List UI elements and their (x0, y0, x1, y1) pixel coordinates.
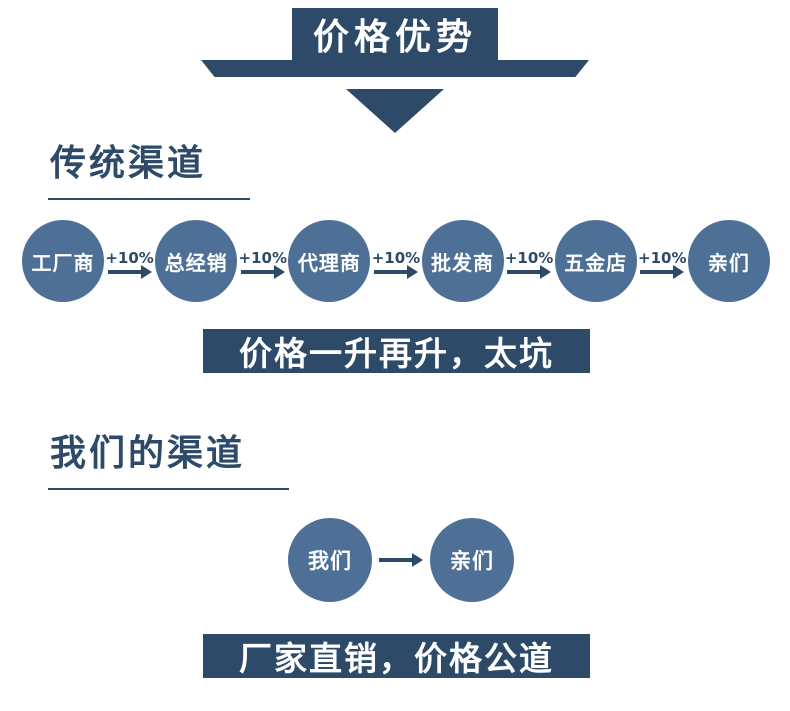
header-banner: 价格优势 (0, 8, 790, 133)
our-flow-row: 我们 亲们 (288, 518, 514, 602)
flow-connector: +10% (371, 249, 421, 274)
increment-label: +10% (504, 248, 554, 267)
increment-label: +10% (371, 248, 421, 267)
flow-node-customers: 亲们 (430, 518, 514, 602)
flow-node-agent: 代理商 (288, 220, 371, 302)
flow-connector: +10% (637, 249, 687, 274)
flow-connector: +10% (238, 249, 288, 274)
arrow-right-icon (107, 269, 141, 274)
arrow-right-icon (640, 269, 674, 274)
flow-node-us: 我们 (288, 518, 372, 602)
increment-label: +10% (238, 248, 287, 267)
flow-node-wholesaler: 批发商 (421, 220, 504, 302)
arrow-right-icon (379, 558, 412, 562)
arrow-right-icon (507, 269, 541, 274)
flow-node-hardware-store: 五金店 (554, 220, 637, 302)
traditional-channel-heading: 传统渠道 (48, 134, 251, 200)
our-channel-heading: 我们的渠道 (48, 424, 290, 490)
page-title: 价格优势 (292, 8, 498, 60)
flow-connector: +10% (104, 249, 154, 274)
flow-connector (372, 558, 430, 562)
traditional-slogan-banner: 价格一升再升，太坑 (203, 329, 590, 373)
flow-node-factory: 工厂商 (22, 220, 104, 302)
down-arrow-icon (346, 89, 444, 133)
flow-node-customers: 亲们 (687, 220, 770, 302)
traditional-flow-row: 工厂商 +10% 总经销 +10% 代理商 +10% 批发商 +10% 五金店 … (22, 220, 770, 302)
flow-connector: +10% (504, 249, 554, 274)
arrow-right-icon (373, 269, 407, 274)
arrow-right-icon (240, 269, 274, 274)
increment-label: +10% (638, 248, 687, 267)
flow-node-general-distributor: 总经销 (155, 220, 238, 302)
our-slogan-banner: 厂家直销，价格公道 (203, 634, 590, 678)
banner-ribbon-base (201, 60, 589, 77)
increment-label: +10% (105, 248, 154, 267)
